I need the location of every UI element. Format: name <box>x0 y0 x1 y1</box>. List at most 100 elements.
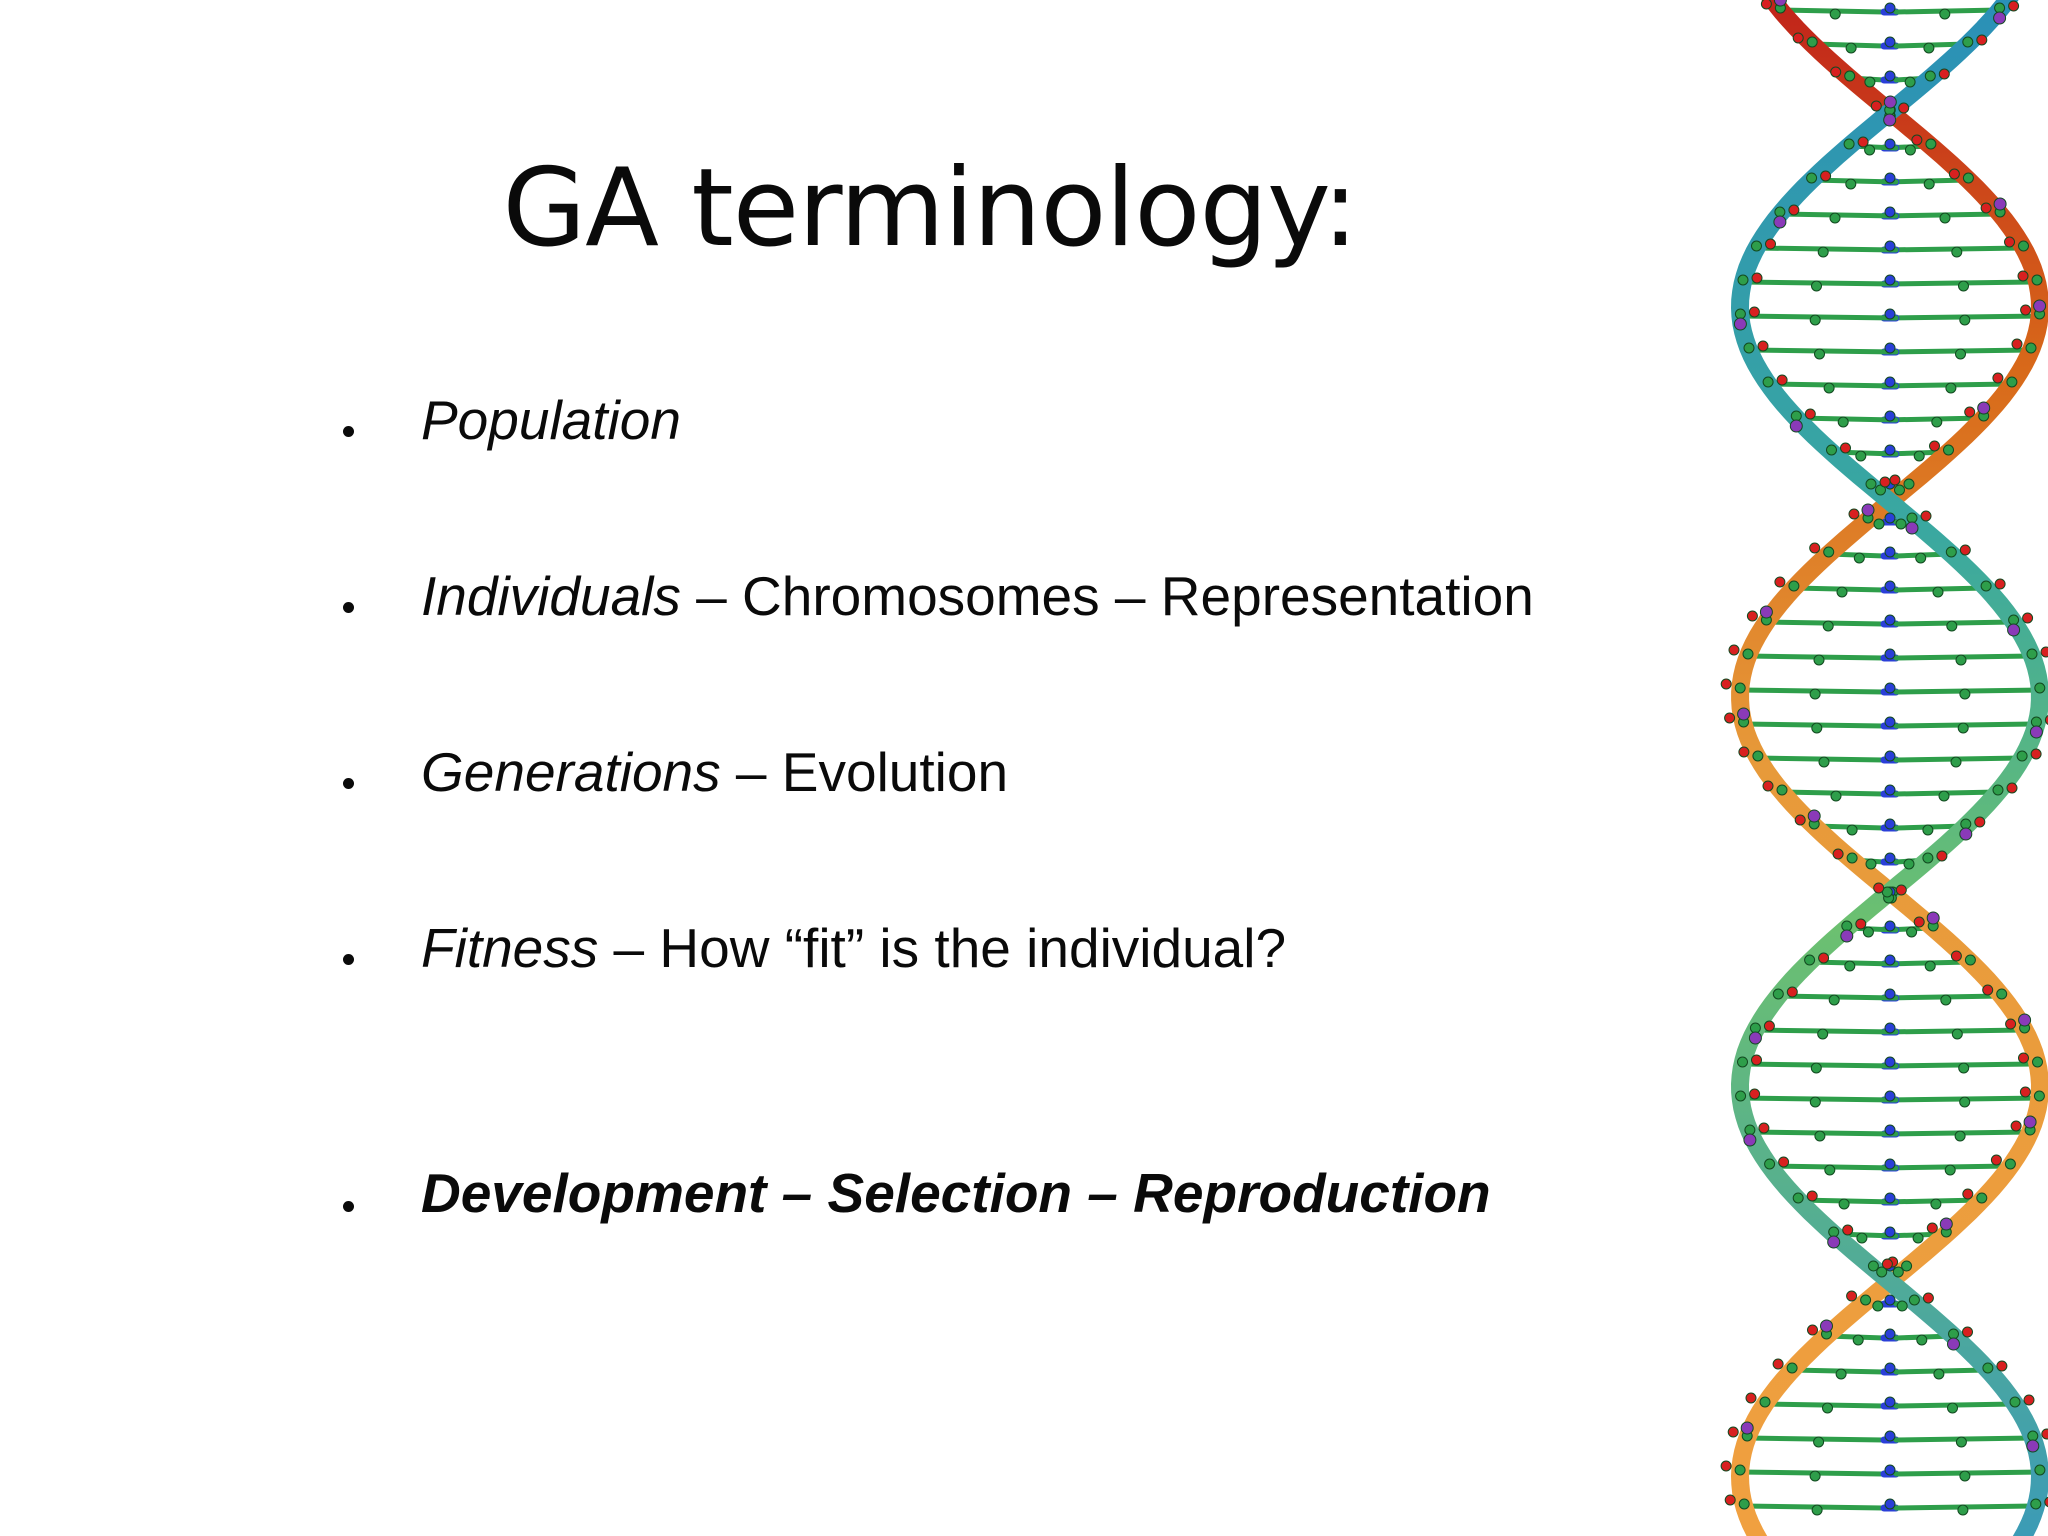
atom <box>1884 546 1896 558</box>
atom <box>1823 382 1835 394</box>
atom <box>1884 750 1896 762</box>
atom <box>2022 612 2034 624</box>
atom <box>1879 476 1891 488</box>
atom <box>1884 1192 1896 1204</box>
atom <box>1884 988 1896 1000</box>
bullet-item-population: Population <box>0 388 1600 468</box>
atom <box>1829 212 1841 224</box>
atom <box>1958 280 1969 292</box>
atom <box>1884 1464 1896 1476</box>
atom <box>1939 212 1951 224</box>
atom <box>1894 484 1905 496</box>
atom <box>1901 1260 1913 1272</box>
atom <box>1856 1232 1868 1244</box>
atom <box>1912 1232 1924 1244</box>
atom <box>1976 34 1988 46</box>
atom <box>1846 852 1858 864</box>
atom <box>1929 440 1940 452</box>
atom <box>1945 546 1957 558</box>
atom <box>1896 1300 1908 1312</box>
atom <box>1786 1362 1798 1374</box>
atom <box>1809 1096 1821 1108</box>
bullet-text: Population <box>421 393 681 448</box>
atom <box>1720 1460 1732 1472</box>
atom <box>1867 1260 1879 1272</box>
atom <box>1923 42 1935 54</box>
atom <box>1913 450 1925 462</box>
atom <box>1763 1020 1775 1032</box>
atom <box>1737 1056 1748 1068</box>
atom <box>1926 911 1940 925</box>
atom <box>1724 1494 1736 1506</box>
atom <box>1884 580 1896 592</box>
atom <box>1884 274 1896 286</box>
atom <box>1884 1396 1896 1408</box>
atom <box>1734 682 1746 694</box>
atom <box>1844 960 1856 972</box>
atom <box>1884 444 1896 456</box>
atom <box>1884 172 1896 184</box>
atom <box>1884 1226 1896 1238</box>
atom <box>1884 1430 1896 1442</box>
bullet-dot-icon <box>343 954 354 965</box>
atom <box>1776 784 1788 796</box>
atom <box>1964 954 1976 966</box>
atom <box>1759 1396 1771 1408</box>
atom <box>1857 136 1869 148</box>
atom <box>1939 8 1951 20</box>
atom <box>1864 76 1876 88</box>
atom <box>1876 1266 1888 1278</box>
atom <box>1955 654 1967 666</box>
atom <box>2005 1018 2017 1030</box>
atom <box>1788 580 1800 592</box>
bullet-item-development: Development – Selection – Reproduction <box>0 1161 1600 1241</box>
atom <box>1773 215 1787 229</box>
atom <box>1962 36 1974 48</box>
atom <box>1950 756 1962 768</box>
atom <box>1848 508 1860 520</box>
atom <box>1881 1258 1893 1270</box>
atom <box>1926 1222 1938 1234</box>
atom <box>1820 170 1832 182</box>
atom <box>1883 95 1897 109</box>
atom <box>1873 518 1885 530</box>
atom <box>2011 338 2023 350</box>
atom <box>2020 304 2032 316</box>
atom <box>1835 1368 1847 1380</box>
atom <box>1892 1266 1904 1278</box>
atom <box>1861 503 1875 517</box>
atom <box>1738 746 1750 758</box>
atom <box>1813 1436 1825 1448</box>
atom <box>1772 1358 1784 1370</box>
atom <box>1751 240 1762 252</box>
atom <box>2034 1464 2046 1476</box>
atom <box>1976 1192 1988 1204</box>
atom <box>1813 654 1825 666</box>
atom <box>1838 1198 1850 1210</box>
atom <box>1748 306 1760 318</box>
atom <box>1778 1156 1790 1168</box>
atom <box>1830 790 1842 802</box>
atom <box>1734 1464 1746 1476</box>
atom <box>2008 0 2020 12</box>
atom <box>1757 340 1769 352</box>
atom <box>1980 580 1992 592</box>
atom <box>2044 1496 2048 1508</box>
atom <box>1776 374 1788 386</box>
atom <box>1938 790 1950 802</box>
atom <box>2029 725 2043 739</box>
atom <box>1954 1130 1966 1142</box>
atom <box>2010 1120 2022 1132</box>
atom <box>1737 707 1751 721</box>
atom <box>1846 824 1858 836</box>
atom <box>1996 988 2008 1000</box>
atom <box>1904 76 1916 88</box>
atom <box>1977 401 1991 415</box>
atom <box>1932 586 1944 598</box>
atom <box>1822 1402 1833 1414</box>
atom <box>1762 376 1774 388</box>
atom <box>1760 0 1772 10</box>
bullet-term: Fitness <box>421 917 599 979</box>
bullet-rest: – Evolution <box>720 741 1009 803</box>
atom <box>1740 1421 1754 1435</box>
